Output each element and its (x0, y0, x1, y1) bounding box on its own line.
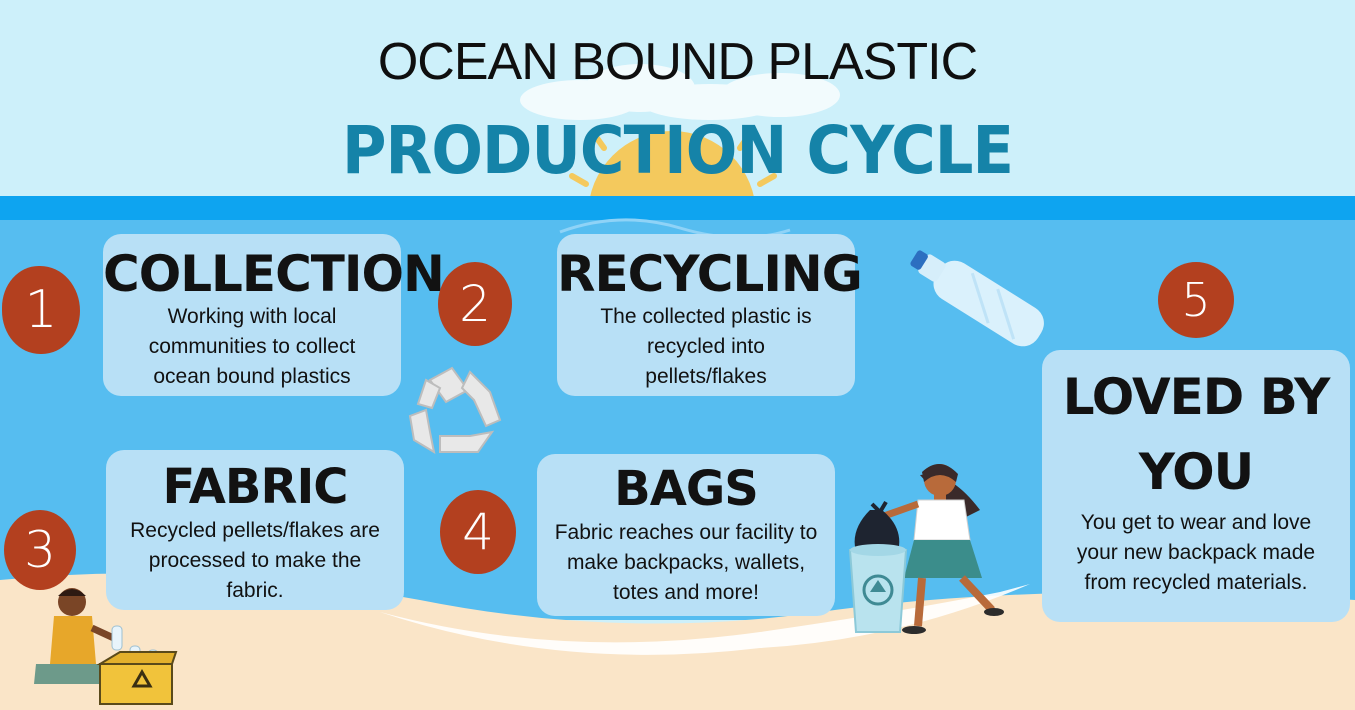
trash-bag-icon (854, 500, 900, 552)
step-4-text-line-3: totes and more! (613, 581, 759, 604)
step-5-text-line-2: your new backpack made (1076, 541, 1316, 564)
step-2-title: RECYCLING (557, 245, 863, 303)
recycle-box-icon (96, 651, 178, 705)
plastic-bottle-icon (910, 250, 1044, 347)
step-2-text-line-3: pellets/flakes (645, 365, 767, 388)
step-3-title: FABRIC (162, 459, 348, 515)
step-2-number: 2 (459, 275, 491, 333)
step-3-text-line-2: processed to make the (148, 549, 362, 572)
step-5-text-line-1: You get to wear and love (1080, 511, 1312, 534)
sea-band (0, 196, 1355, 220)
step-1-number: 1 (24, 280, 58, 340)
step-4-title: BAGS (614, 461, 759, 517)
step-4-text-line-1: Fabric reaches our facility to (554, 521, 818, 544)
step-2-text-line-1: The collected plastic is (600, 305, 812, 328)
step-1-card: COLLECTION Working with local communitie… (103, 234, 445, 396)
step-4-text-line-2: make backpacks, wallets, (566, 551, 806, 574)
step-4-number: 4 (462, 503, 494, 561)
step-3-card: FABRIC Recycled pellets/flakes are proce… (106, 450, 404, 610)
step-3-number: 3 (24, 521, 56, 579)
step-3-number-badge: 3 (4, 510, 76, 590)
step-2-text-line-2: recycled into (647, 335, 765, 358)
step-3-text-line-1: Recycled pellets/flakes are (130, 519, 380, 542)
step-2-card: RECYCLING The collected plastic is recyc… (557, 234, 863, 396)
step-1-text-line-3: ocean bound plastics (153, 365, 351, 388)
recycle-icon (408, 366, 502, 455)
step-3-text-line-3: fabric. (226, 579, 284, 602)
step-1-text-line-1: Working with local (167, 305, 337, 328)
title-line-1: OCEAN BOUND PLASTIC (377, 33, 978, 91)
title-line-2: PRODUCTION CYCLE (341, 112, 1014, 189)
step-4-number-badge: 4 (440, 490, 516, 574)
recycling-bin-icon (848, 544, 908, 633)
step-5-text-line-3: from recycled materials. (1084, 571, 1308, 594)
step-5-title-line-1: LOVED BY (1062, 368, 1331, 426)
step-5-number-badge: 5 (1158, 262, 1234, 338)
step-5-card: LOVED BY YOU You get to wear and love yo… (1042, 350, 1350, 622)
step-1-number-badge: 1 (2, 266, 80, 354)
step-5-number: 5 (1181, 273, 1211, 327)
step-1-text-line-2: communities to collect (148, 335, 356, 358)
step-5-title-line-2: YOU (1138, 443, 1255, 501)
step-2-number-badge: 2 (438, 262, 512, 346)
step-4-card: BAGS Fabric reaches our facility to make… (537, 454, 835, 616)
cloud-icon (520, 64, 840, 120)
person-with-trash-bag-icon (882, 463, 1004, 634)
step-1-title: COLLECTION (103, 245, 445, 303)
